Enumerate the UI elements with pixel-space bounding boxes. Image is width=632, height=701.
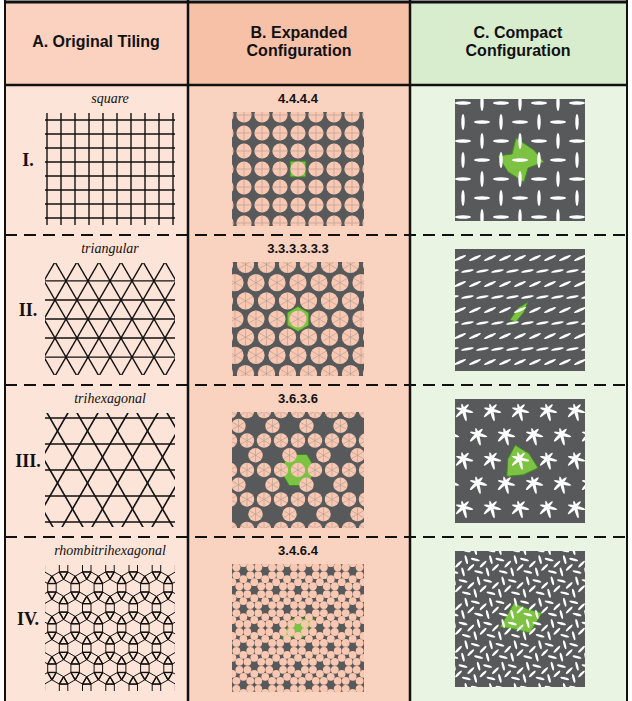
- row-number: III.: [15, 451, 41, 472]
- compact-pattern: [455, 551, 585, 687]
- tiling-drawing: [45, 413, 175, 527]
- expanded-pattern: [232, 564, 364, 692]
- tiling-name: square: [91, 91, 129, 107]
- tiling-name: triangular: [81, 241, 139, 257]
- column-header: A. Original Tiling: [32, 33, 160, 51]
- expanded-pattern: [232, 262, 364, 376]
- row-number: IV.: [17, 609, 39, 630]
- row-number: I.: [22, 150, 34, 171]
- vertex-notation: 4.4.4.4: [278, 92, 318, 107]
- header-cell: [188, 2, 410, 85]
- header-cell: [410, 2, 627, 85]
- tiling-name: rhombitrihexagonal: [54, 543, 166, 559]
- compact-pattern: [455, 249, 585, 371]
- compact-pattern: [455, 99, 585, 221]
- tiling-drawing: [45, 263, 175, 375]
- column-ground: [188, 85, 410, 701]
- row-number: II.: [19, 300, 38, 321]
- vertex-notation: 3.6.3.6: [278, 392, 318, 407]
- vertex-notation: 3.3.3.3.3.3: [267, 242, 328, 257]
- header-cell: [5, 2, 188, 85]
- tiling-name: trihexagonal: [74, 391, 146, 407]
- column-ground: [5, 85, 188, 701]
- vertex-notation: 3.4.6.4: [278, 544, 318, 559]
- table-border: [5, 0, 627, 701]
- column-ground: [410, 85, 627, 701]
- compact-pattern: [455, 399, 585, 523]
- tiling-drawing: [45, 565, 175, 691]
- expanded-pattern: [232, 112, 364, 226]
- expanded-pattern: [232, 412, 364, 528]
- tiling-drawing: [45, 113, 175, 225]
- column-header: C. Compact Configuration: [461, 24, 575, 61]
- column-header: B. Expanded Configuration: [209, 24, 389, 61]
